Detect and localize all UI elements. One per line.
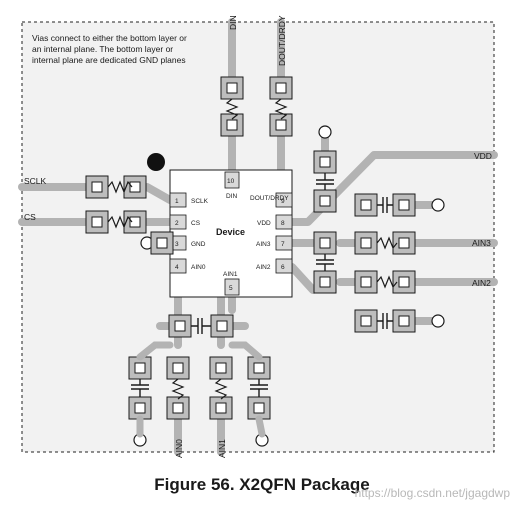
- pin-5-num: 5: [229, 285, 233, 292]
- pin-3-num: 3: [175, 241, 179, 248]
- pin-2-num: 2: [175, 220, 179, 227]
- net-label-dout: DOUT/DRDY: [277, 15, 287, 66]
- figure-caption: Figure 56. X2QFN Package: [154, 475, 370, 494]
- pin-6-name: AIN2: [256, 264, 271, 271]
- pin-10-num: 10: [227, 178, 235, 185]
- pin-8-name: VDD: [257, 220, 271, 227]
- via-links: [136, 341, 266, 438]
- pin1-marker: [147, 153, 165, 171]
- net-label-ain2: AIN2: [472, 278, 491, 288]
- net-label-cs: CS: [24, 212, 36, 222]
- pin-4-num: 4: [175, 264, 179, 271]
- device-body: [169, 169, 293, 298]
- pin-6-num: 6: [281, 264, 285, 271]
- device-pins: [169, 171, 293, 296]
- pin-7-num: 7: [281, 241, 285, 248]
- pin-9-num: 9: [281, 198, 285, 205]
- pin-2-name: CS: [191, 220, 201, 227]
- net-label-vdd: VDD: [474, 151, 492, 161]
- pin-1-num: 1: [175, 198, 179, 205]
- pin-3-name: GND: [191, 241, 206, 248]
- pin-1-name: SCLK: [191, 198, 209, 205]
- pin-5-name: AIN1: [223, 271, 238, 278]
- capacitors: [131, 173, 393, 397]
- net-label-ain3: AIN3: [472, 238, 491, 248]
- net-label-ain0: AIN0: [174, 439, 184, 458]
- net-label-sclk: SCLK: [24, 176, 47, 186]
- watermark: https://blog.csdn.net/jgagdwp: [354, 486, 510, 500]
- net-label-ain1: AIN1: [217, 439, 227, 458]
- pin-8-num: 8: [281, 220, 285, 227]
- note-line-1: Vias connect to either the bottom layer …: [32, 33, 187, 43]
- device-label: Device: [216, 227, 245, 237]
- note-line-3: internal plane are dedicated GND planes: [32, 55, 186, 65]
- resistors: [107, 98, 398, 400]
- pin-10-name: DIN: [226, 193, 238, 200]
- pin-7-name: AIN3: [256, 241, 271, 248]
- net-label-din: DIN: [228, 15, 238, 30]
- note-line-2: an internal plane. The bottom layer or: [32, 44, 173, 54]
- pin-4-name: AIN0: [191, 264, 206, 271]
- pin-9-name: DOUT/DRDY: [250, 195, 289, 202]
